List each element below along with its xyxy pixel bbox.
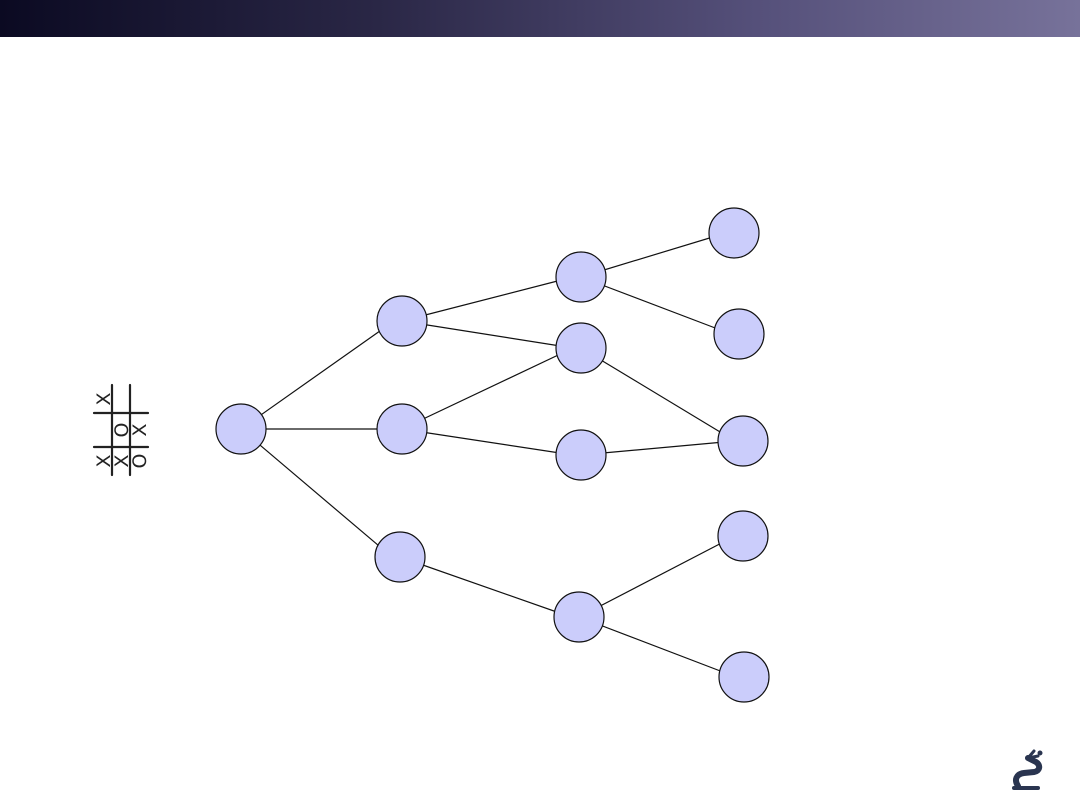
tree-edge-l1-mid-l2-c: [401, 428, 574, 456]
tree-node-l2-a: [555, 251, 607, 303]
tree-node-l2-d: [553, 591, 605, 643]
board-mark-x: X: [93, 392, 115, 405]
tree-edge-l2-d-l3-e: [578, 616, 737, 678]
tree-node-l1-top: [376, 295, 428, 347]
robot-arm-logo-icon: [1012, 749, 1043, 790]
tree-node-l2-b: [555, 322, 607, 374]
tree-edge-l2-d-l3-d: [578, 535, 736, 618]
tree-edge-l1-mid-l2-b: [401, 347, 574, 430]
board-mark-o: O: [129, 454, 151, 469]
tree-edge-l1-top-l2-b: [401, 320, 574, 349]
tree-node-l3-e: [718, 651, 770, 703]
board-mark-x: X: [129, 423, 151, 436]
tree-node-l3-c: [717, 415, 769, 467]
tree-node-l3-a: [708, 207, 760, 259]
tree-node-l1-bot: [374, 531, 426, 583]
tree-edge-root-l1-top: [240, 320, 395, 430]
tree-node-l2-c: [555, 429, 607, 481]
tree-edge-l2-a-l3-b: [580, 276, 732, 335]
tree-edge-l2-b-l3-c: [580, 347, 736, 442]
tree-node-l3-b: [713, 308, 765, 360]
board-mark-o: O: [111, 423, 133, 438]
tree-nodes: [215, 207, 770, 703]
board-mark-x: X: [93, 454, 115, 467]
tree-node-root: [215, 403, 267, 455]
board-mark-x: X: [111, 454, 133, 467]
tree-edge-root-l1-bot: [240, 428, 393, 558]
tree-node-l1-mid: [376, 403, 428, 455]
tree-edge-l2-c-l3-c: [580, 440, 736, 456]
tree-node-l3-d: [717, 510, 769, 562]
header-bar: [0, 0, 1080, 37]
tree-edge-l1-top-l2-a: [401, 276, 574, 322]
tree-edge-l1-bot-l2-d: [399, 556, 572, 618]
